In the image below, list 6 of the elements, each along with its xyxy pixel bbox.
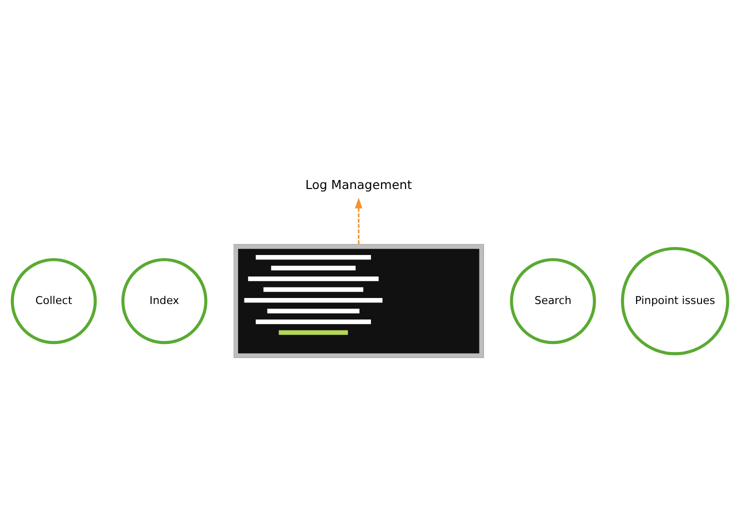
node-circle: Pinpoint issues [620, 246, 730, 356]
arrow [354, 198, 362, 244]
node-text: Log Management [305, 178, 412, 192]
node-circle: Index [121, 258, 208, 344]
node-circle: Search [510, 258, 596, 344]
node-circle: Collect [10, 258, 97, 344]
